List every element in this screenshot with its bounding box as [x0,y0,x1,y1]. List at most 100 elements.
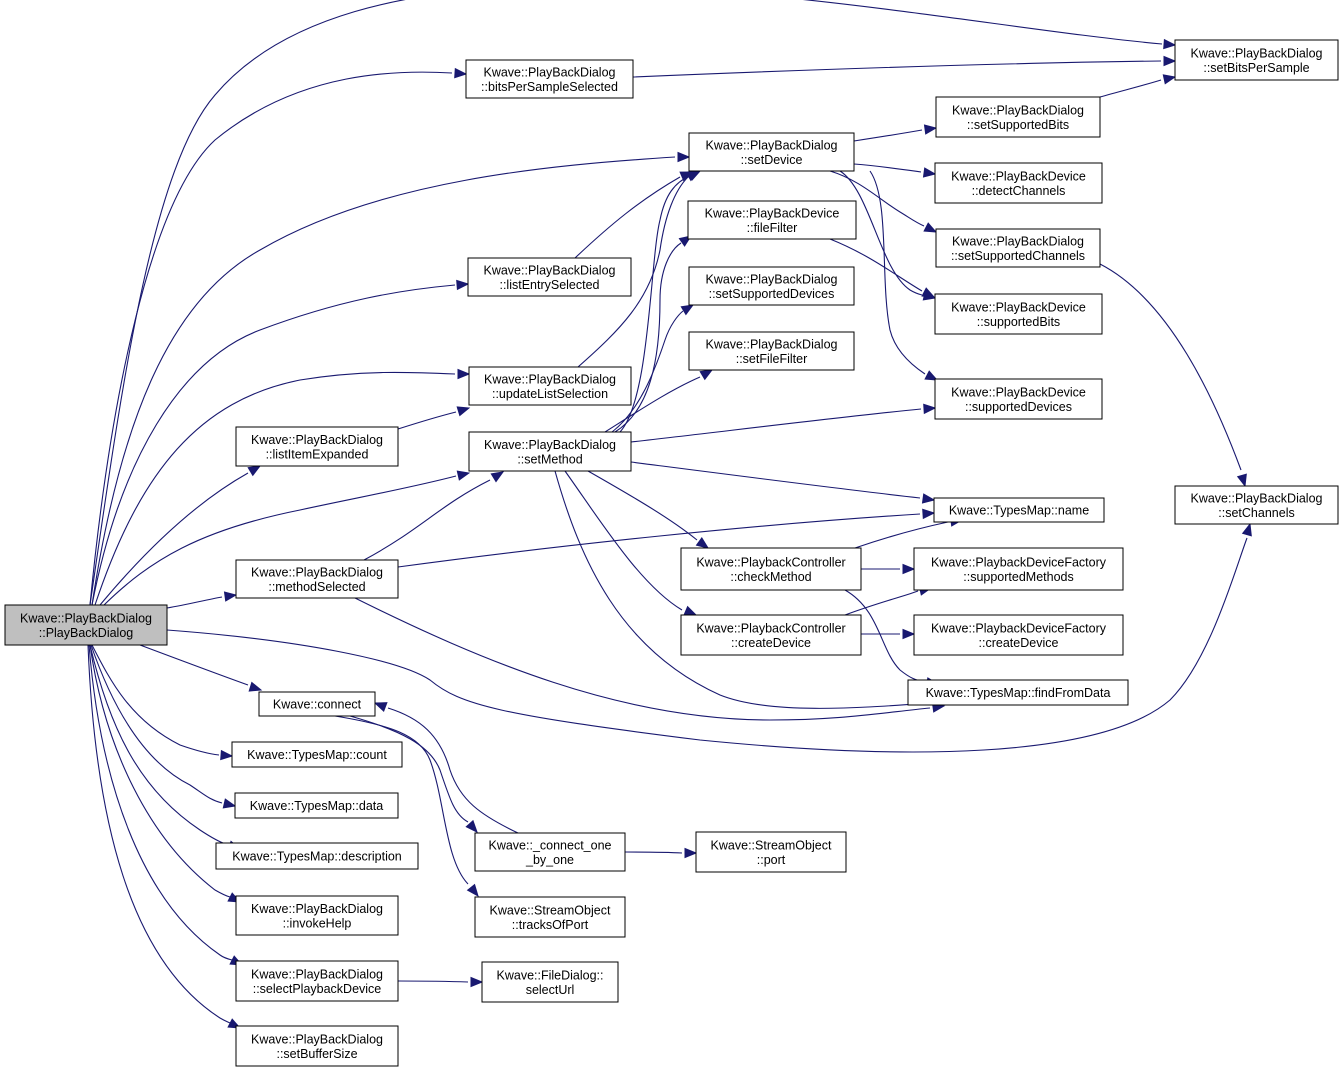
node-box [913,614,1124,656]
node-label-line: ::listItemExpanded [266,447,369,461]
node-tmName[interactable]: Kwave::TypesMap::name [933,497,1105,523]
edge-line [604,376,701,433]
node-setSupBits[interactable]: Kwave::PlayBackDialog::setSupportedBits [935,96,1101,138]
node-tmData[interactable]: Kwave::TypesMap::data [234,792,399,819]
node-fileFilter[interactable]: Kwave::PlayBackDevice::fileFilter [687,200,857,240]
node-connectOne[interactable]: Kwave::_connect_one_by_one [474,832,626,872]
node-listItem[interactable]: Kwave::PlayBackDialog::listItemExpanded [235,426,399,467]
edge-setSupCh-to-setChannels [1099,263,1247,488]
node-tmDesc[interactable]: Kwave::TypesMap::description [215,842,419,870]
node-label-line: Kwave::PlayBackDevice [951,385,1086,399]
arrowhead [684,847,698,859]
node-label-line: ::supportedMethods [963,570,1074,584]
node-label-line: ::supportedDevices [965,400,1072,414]
node-root[interactable]: Kwave::PlayBackDialog::PlayBackDialog [4,604,168,646]
node-label-line: ::setDevice [741,153,803,167]
node-label-line: ::updateListSelection [492,387,608,401]
node-box [933,497,1105,523]
edge-line [397,513,921,568]
node-setChannels[interactable]: Kwave::PlayBackDialog::setChannels [1174,485,1339,525]
node-label-line: Kwave::PlayBackDialog [483,65,615,79]
node-box [913,547,1124,591]
node-tmCount[interactable]: Kwave::TypesMap::count [231,741,403,768]
edge-line [574,176,681,259]
edge-line [829,170,925,227]
node-setBufSize[interactable]: Kwave::PlayBackDialog::setBufferSize [235,1025,399,1067]
node-selectUrl[interactable]: Kwave::FileDialog::selectUrl [481,961,619,1003]
node-label-line: ::PlayBackDialog [39,626,134,640]
edge-line [1099,263,1242,471]
arrowhead [923,403,937,415]
edge-line [354,597,931,721]
node-setBPS[interactable]: Kwave::PlayBackDialog::setBitsPerSample [1174,39,1339,81]
node-setFileFilter[interactable]: Kwave::PlayBackDialog::setFileFilter [688,331,855,371]
node-detectCh[interactable]: Kwave::PlayBackDevice::detectChannels [934,162,1103,204]
node-tracksOfPort[interactable]: Kwave::StreamObject::tracksOfPort [474,896,626,938]
node-selPlayDev[interactable]: Kwave::PlayBackDialog::selectPlaybackDev… [235,960,399,1002]
node-box [215,842,419,870]
node-invokeHelp[interactable]: Kwave::PlayBackDialog::invokeHelp [235,895,399,936]
node-box [467,257,632,297]
node-label-line: ::bitsPerSampleSelected [481,80,618,94]
node-label-line: Kwave::TypesMap::count [247,748,387,762]
node-box [465,59,634,99]
node-box [481,961,619,1003]
edge-line [91,156,676,606]
node-soPort[interactable]: Kwave::StreamObject::port [695,831,847,873]
node-createDev[interactable]: Kwave::PlaybackController::createDevice [680,614,862,656]
arrowhead [247,465,262,477]
arrowhead [677,151,691,163]
arrowhead [1162,74,1177,85]
edge-root-to-setMethod [103,470,471,606]
node-methodSel[interactable]: Kwave::PlayBackDialog::methodSelected [235,559,399,599]
node-box [231,741,403,768]
arrowhead [220,749,234,761]
node-setSupCh[interactable]: Kwave::PlayBackDialog::setSupportedChann… [935,228,1101,268]
node-box [680,547,862,591]
node-supBits[interactable]: Kwave::PlayBackDevice::supportedBits [934,293,1103,335]
node-label-line: Kwave::_connect_one [488,838,611,852]
node-supMethods[interactable]: Kwave::PlaybackDeviceFactory::supportedM… [913,547,1124,591]
node-box [935,96,1101,138]
edge-line [91,644,220,756]
node-bitsSel[interactable]: Kwave::PlayBackDialog::bitsPerSampleSele… [465,59,634,99]
edge-line [611,310,684,433]
edge-listEntry-to-setDevice [574,171,694,259]
edge-methodSel-to-setMethod [363,471,505,561]
edge-bitsSel-to-setBPS [632,55,1177,78]
edge-line [632,60,1162,78]
edge-fileFilter-to-supBits [829,238,936,298]
edge-line [630,461,921,499]
node-box [688,331,855,371]
edge-root-to-listEntry [91,279,470,606]
edge-root-to-setBPS [89,0,1177,606]
node-box [474,832,626,872]
edge-setDevice-to-supDev [869,170,939,381]
edge-line [564,470,683,611]
node-updList[interactable]: Kwave::PlayBackDialog::updateListSelecti… [468,366,632,406]
node-connect[interactable]: Kwave::connect [258,691,376,717]
node-setMethod[interactable]: Kwave::PlayBackDialog::setMethod [468,431,632,472]
edge-root-to-tmDesc [89,644,242,851]
node-factCreate[interactable]: Kwave::PlaybackDeviceFactory::createDevi… [913,614,1124,656]
node-label-line: Kwave::PlayBackDialog [952,103,1084,117]
edge-line [387,707,519,834]
nodes: Kwave::PlayBackDialog::PlayBackDialogKwa… [4,39,1339,1067]
node-label-line: _by_one [525,853,574,867]
edge-root-to-selPlayDev [88,644,244,966]
edge-line [839,170,923,296]
node-checkMethod[interactable]: Kwave::PlaybackController::checkMethod [680,547,862,591]
node-supDev[interactable]: Kwave::PlayBackDevice::supportedDevices [934,378,1103,420]
node-setDevice[interactable]: Kwave::PlayBackDialog::setDevice [688,132,855,172]
node-findFromData[interactable]: Kwave::TypesMap::findFromData [907,679,1129,706]
node-label-line: Kwave::TypesMap::data [250,799,383,813]
node-setSupDev[interactable]: Kwave::PlayBackDialog::setSupportedDevic… [688,266,855,306]
arrowhead [1236,473,1247,488]
node-label-line: Kwave::PlaybackController [696,621,845,635]
node-box [1174,485,1339,525]
edge-root-to-tmCount [91,644,234,761]
arrowhead [223,591,238,602]
edge-setMethod-to-supDev [630,403,937,443]
edge-line [166,537,1248,753]
node-listEntry[interactable]: Kwave::PlayBackDialog::listEntrySelected [467,257,632,297]
